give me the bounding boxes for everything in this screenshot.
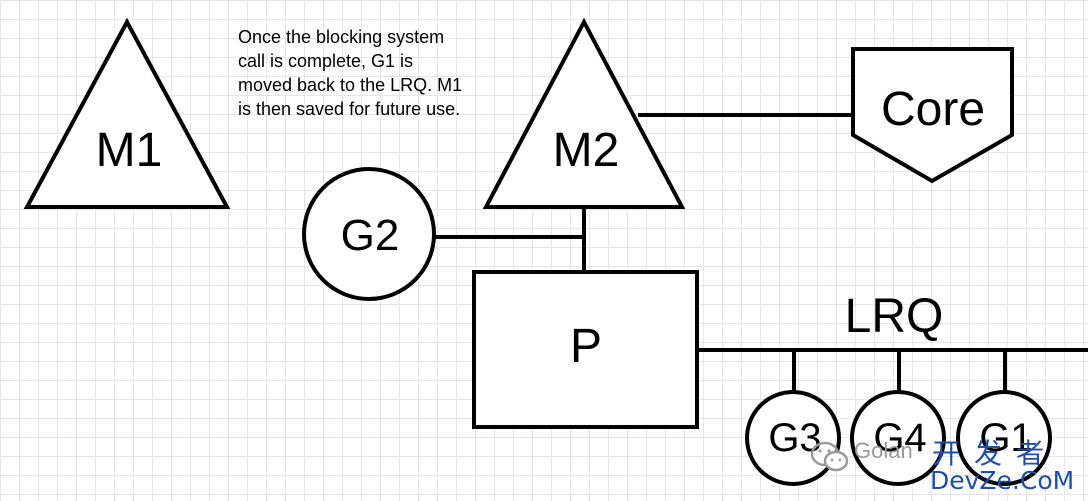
processor-p: P — [472, 270, 699, 429]
lrq-label: LRQ — [845, 290, 944, 343]
g1-label: G1 — [979, 416, 1032, 460]
note-line: Once the blocking system — [238, 27, 445, 47]
m1-label: M1 — [96, 124, 163, 177]
m2-triangle — [482, 17, 686, 209]
g4-circle — [850, 390, 946, 486]
goroutine-g1: G1 — [956, 390, 1052, 486]
g1-circle — [956, 390, 1052, 486]
core-shape — [851, 47, 1014, 184]
goroutine-g4: G4 — [850, 390, 946, 486]
g4-label: G4 — [873, 416, 926, 460]
note-line: moved back to the LRQ. M1 — [238, 75, 463, 95]
machine-m2: M2 — [482, 17, 686, 209]
g2-circle — [302, 167, 436, 301]
wechat-icon — [810, 441, 849, 472]
p-label: P — [570, 320, 602, 373]
goroutine-g2: G2 — [302, 167, 436, 301]
watermark: Golan 开发者 DevZe.CoM — [810, 432, 1082, 498]
m2-label: M2 — [553, 124, 620, 177]
note-line: is then saved for future use. — [238, 99, 461, 119]
core-node: Core — [851, 47, 1014, 184]
watermark-cn-text: 开发者 — [932, 437, 1059, 470]
p-box — [472, 270, 699, 429]
m1-triangle — [23, 17, 231, 209]
explanation-note: Once the blocking system call is complet… — [238, 25, 500, 121]
note-line: call is complete, G1 is — [238, 51, 414, 71]
watermark-golang-text: Golan — [854, 438, 913, 463]
watermark-site-text: DevZe.CoM — [930, 466, 1075, 495]
core-label: Core — [881, 83, 985, 136]
machine-m1: M1 — [23, 17, 231, 209]
g2-label: G2 — [341, 211, 400, 260]
